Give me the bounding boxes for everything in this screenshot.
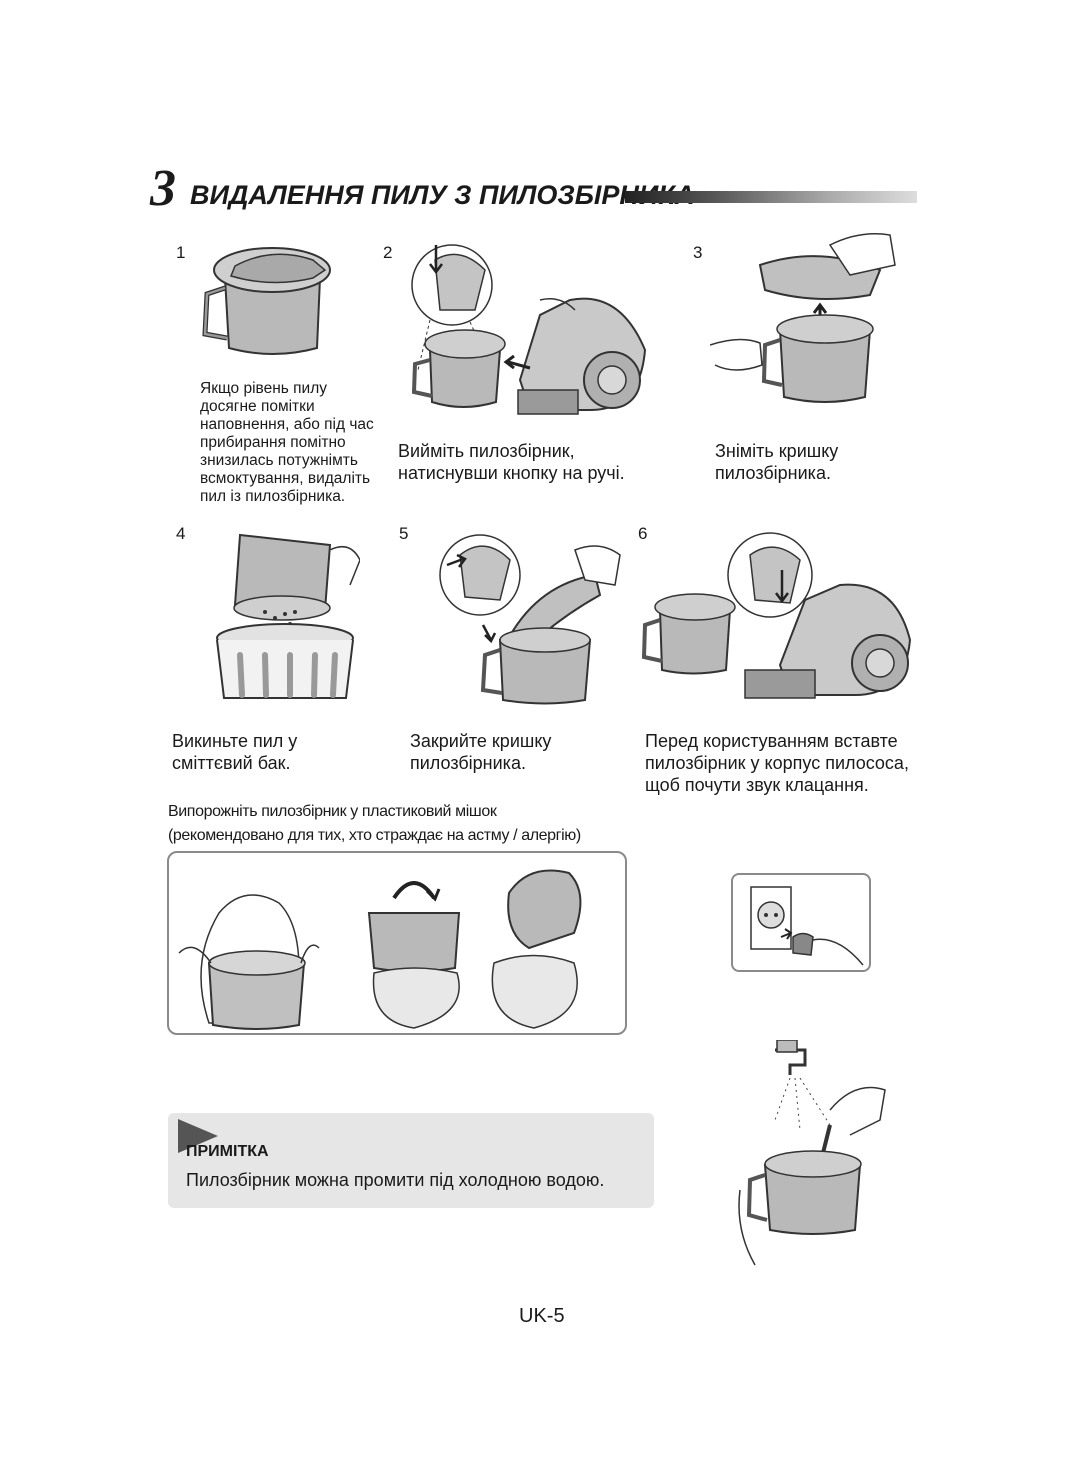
step-4-number: 4 [176, 524, 186, 543]
page-number: UK-5 [519, 1305, 565, 1327]
remove-lid-illustration [710, 233, 896, 403]
step-5-caption: Закрийте кришку пилозбірника. [410, 731, 552, 773]
unplug-panel [731, 873, 871, 972]
step-6-caption: Перед користуванням вставте пилозбірник … [645, 731, 909, 795]
section-title: ВИДАЛЕННЯ ПИЛУ З ПИЛОЗБІРНИКА [190, 180, 695, 210]
bag-instruction: Випорожніть пилозбірник у пластиковий мі… [168, 803, 581, 844]
step-4-caption: Викиньте пил у сміттєвий бак. [172, 731, 298, 773]
washing-bin-illustration [738, 1040, 886, 1266]
vacuum-remove-bin-illustration [411, 244, 647, 415]
plastic-bag-sequence-illustration [178, 869, 582, 1030]
step-1-caption: Якщо рівень пилу досягне помітки наповне… [200, 380, 374, 505]
step-1-number: 1 [176, 243, 186, 262]
trash-can-illustration [216, 533, 360, 699]
note-text: Пилозбірник можна промити під холодною в… [186, 1170, 605, 1190]
step-6-number: 6 [638, 524, 648, 543]
note-title: ПРИМІТКА [186, 1143, 269, 1160]
note-box [168, 1113, 654, 1208]
insert-bin-illustration [641, 532, 912, 699]
step-2-caption: Вийміть пилозбірник, натиснувши кнопку н… [398, 441, 625, 483]
note-triangle-icon [178, 1119, 218, 1153]
step-3-caption: Зніміть кришку пилозбірника. [715, 441, 839, 483]
dust-bin-illustration [202, 247, 331, 355]
close-lid-illustration [439, 534, 621, 705]
section-number: 3 [150, 160, 176, 217]
step-3-number: 3 [693, 243, 703, 262]
unplug-illustration [750, 886, 864, 966]
step-5-number: 5 [399, 524, 409, 543]
plastic-bag-panel [167, 851, 627, 1035]
title-decorative-bar [625, 191, 917, 203]
step-2-number: 2 [383, 243, 393, 262]
